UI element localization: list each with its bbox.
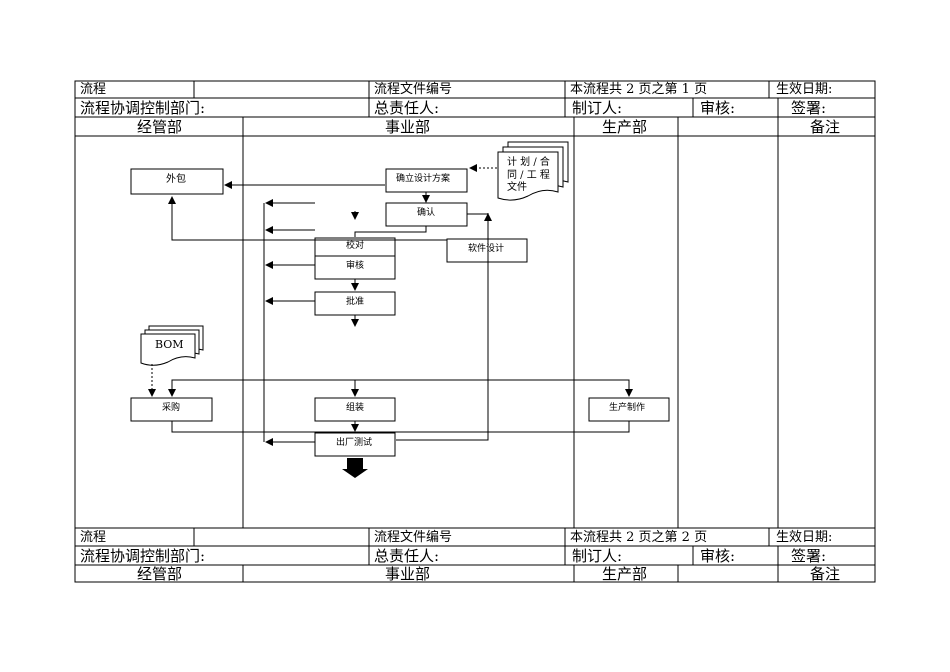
footer-lane-production: 生产部 — [602, 565, 648, 583]
header-page-info: 本流程共 2 页之第 1 页 — [570, 82, 708, 97]
plan-doc-line2: 同 / 工 程 — [507, 170, 550, 181]
header-effective-date: 生效日期: — [776, 82, 833, 97]
software-design-label: 软件设计 — [468, 244, 505, 254]
lane-header-notes: 备注 — [810, 118, 841, 136]
plan-doc-line1: 计 划 / 合 — [507, 157, 550, 168]
bom-document-shape — [140, 325, 204, 366]
lane-header-business: 事业部 — [385, 118, 431, 136]
header-process-label: 流程 — [80, 82, 107, 97]
footer-file-no-label: 流程文件编号 — [374, 530, 453, 545]
factory-test-label: 出厂测试 — [336, 438, 373, 448]
header-review: 审核: — [700, 99, 736, 117]
bom-doc-label: BOM — [155, 338, 184, 351]
lane-header-production: 生产部 — [602, 118, 648, 136]
confirm-label: 确认 — [417, 208, 436, 218]
lane-header-management: 经管部 — [137, 118, 183, 136]
design-plan-label: 确立设计方案 — [396, 174, 451, 184]
footer-owner: 总责任人: — [374, 547, 440, 565]
factory-test-box — [314, 432, 396, 457]
header-sign: 签署: — [791, 99, 827, 117]
footer-author: 制订人: — [572, 547, 623, 565]
footer-review: 审核: — [700, 547, 736, 565]
footer-coord-dept: 流程协调控制部门: — [80, 547, 206, 565]
production-label: 生产制作 — [609, 403, 646, 413]
footer-effective-date: 生效日期: — [776, 530, 833, 545]
continue-arrow-icon — [342, 458, 368, 478]
header-file-no-label: 流程文件编号 — [374, 82, 453, 97]
footer-process-label: 流程 — [80, 530, 107, 545]
footer-sign: 签署: — [791, 547, 827, 565]
proofread-label: 校对 — [346, 241, 365, 251]
footer-lane-management: 经管部 — [137, 565, 183, 583]
plan-doc-line3: 文件 — [507, 182, 527, 193]
assembly-label: 组装 — [346, 403, 365, 413]
header-coord-dept: 流程协调控制部门: — [80, 99, 206, 117]
header-owner: 总责任人: — [374, 99, 440, 117]
footer-page-info: 本流程共 2 页之第 2 页 — [570, 530, 708, 545]
purchase-label: 采购 — [162, 403, 181, 413]
plan-document-shape — [497, 141, 569, 201]
approve-label: 批准 — [346, 297, 365, 307]
header-author: 制订人: — [572, 99, 623, 117]
footer-lane-business: 事业部 — [385, 565, 431, 583]
review-label: 审核 — [346, 261, 365, 271]
outsource-box — [130, 168, 224, 195]
software-design-box — [446, 238, 528, 263]
outsource-label: 外包 — [166, 174, 186, 185]
footer-lane-notes: 备注 — [810, 565, 841, 583]
